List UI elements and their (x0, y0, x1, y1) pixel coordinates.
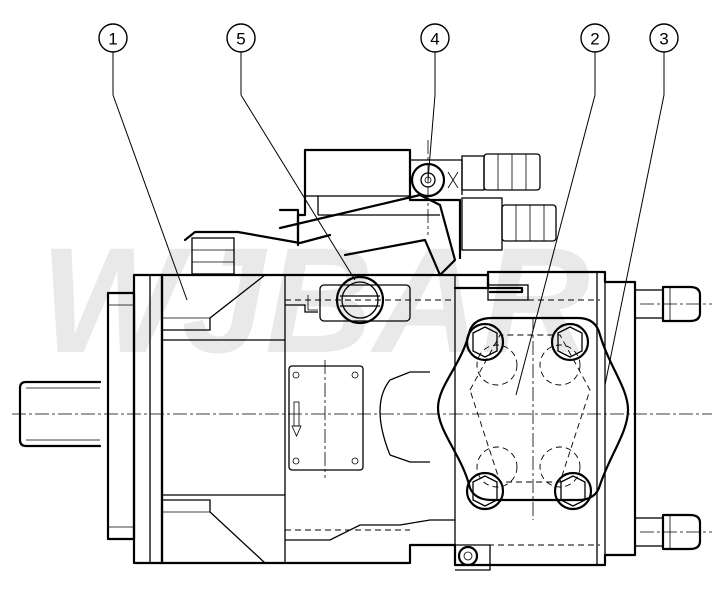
drain-plug (455, 544, 491, 571)
flange-bolt (465, 471, 505, 511)
port-plug (307, 275, 411, 325)
callout-4: 4 (420, 23, 450, 53)
callout-5-number: 5 (236, 30, 245, 49)
callout-1-number: 1 (108, 30, 117, 49)
callout-2-number: 2 (590, 30, 599, 49)
callout-1: 1 (98, 23, 128, 53)
callout-4-number: 4 (430, 30, 439, 49)
leader-lines (112, 52, 665, 396)
flange-bolt (553, 471, 593, 511)
pump-housing (160, 273, 524, 567)
center-lines (12, 140, 712, 533)
callout-5: 5 (226, 23, 256, 53)
end-cover (453, 270, 702, 567)
flange-bolt (465, 322, 505, 362)
control-valve (183, 148, 557, 277)
callout-3: 3 (649, 23, 679, 53)
sae-port-flange (436, 316, 630, 511)
callout-2: 2 (580, 23, 610, 53)
callout-3-number: 3 (659, 30, 668, 49)
flange-bolt (550, 322, 590, 362)
